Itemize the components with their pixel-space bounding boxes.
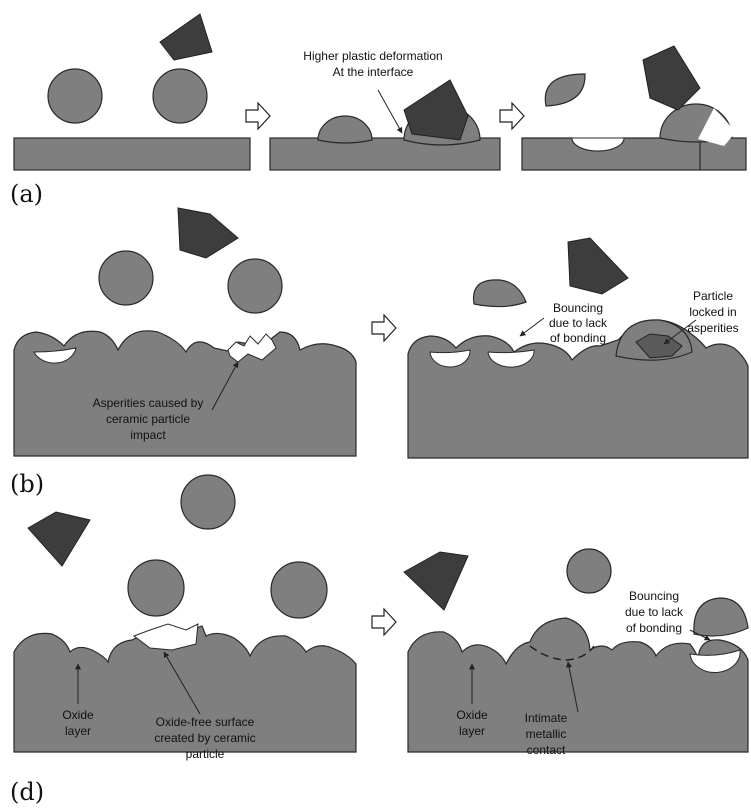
- oxide-free-crater: [132, 623, 199, 651]
- annotation-text: contact: [527, 743, 566, 757]
- ceramic-particle: [403, 79, 469, 141]
- panel-d-stage-1: Oxide layer Oxide-free surface created b…: [13, 474, 357, 761]
- metal-particle: [270, 561, 328, 619]
- annotation-text: Bouncing: [553, 301, 603, 315]
- crater: [571, 137, 625, 152]
- embedded-ceramic: [635, 333, 683, 359]
- ceramic-particle: [642, 45, 701, 111]
- metal-particle: [47, 68, 103, 124]
- metal-particle: [152, 68, 208, 124]
- process-arrow: [371, 607, 397, 637]
- annotation-arrow: [566, 661, 579, 713]
- panel-b-stage-1: Asperities caused by ceramic particle im…: [13, 207, 357, 457]
- process-arrow: [499, 101, 525, 131]
- annotation-text: Particle: [693, 289, 733, 303]
- annotation-arrow: [211, 361, 239, 411]
- annotation-text: ceramic particle: [106, 412, 190, 426]
- annotation-text: created by ceramic: [154, 731, 255, 745]
- annotation-arrow: [519, 317, 545, 337]
- panel-a-stage-3: [521, 45, 747, 171]
- annotation-text: metallic: [526, 727, 567, 741]
- panel-b-stage-2: Bouncing due to lack of bonding Particle…: [407, 237, 749, 459]
- ceramic-particle: [177, 207, 239, 259]
- crater: [429, 349, 471, 368]
- annotation-text: Bouncing: [629, 589, 679, 603]
- metal-particle: [98, 250, 154, 306]
- metal-particle: [127, 559, 185, 617]
- annotation-text: asperities: [687, 321, 738, 335]
- annotation-arrow: [689, 629, 711, 641]
- crater: [689, 649, 741, 674]
- annotation-text: due to lack: [549, 316, 608, 330]
- annotation-text: Oxide-free surface: [156, 715, 255, 729]
- annotation-text: Asperities caused by: [93, 396, 204, 410]
- panel-a-stage-1: [13, 13, 251, 171]
- panel-d: Oxide layer Oxide-free surface created b…: [10, 474, 749, 806]
- process-arrow: [245, 101, 271, 131]
- annotation-arrow: [163, 651, 201, 715]
- metal-particle: [566, 548, 612, 594]
- annotation-text: layer: [459, 724, 485, 738]
- annotation-arrow: [663, 319, 697, 345]
- annotation-text: impact: [130, 428, 166, 442]
- metal-particle: [227, 258, 283, 314]
- annotation-text: locked in: [689, 305, 736, 319]
- annotation-text: due to lack: [625, 605, 684, 619]
- bouncing-metal-particle: [693, 597, 749, 637]
- panel-label: (a): [10, 180, 43, 208]
- crater: [487, 349, 535, 368]
- deformed-metal-particle: [317, 115, 373, 144]
- annotation-text: Higher plastic deformation: [303, 49, 442, 63]
- annotation-text: of bonding: [626, 621, 682, 635]
- ceramic-crater: [698, 108, 736, 146]
- substrate: [13, 137, 251, 171]
- panel-label: (b): [10, 470, 44, 498]
- metal-particle: [180, 474, 236, 530]
- crater: [33, 347, 77, 364]
- ceramic-particle: [567, 237, 629, 295]
- panel-label: (d): [10, 778, 44, 806]
- ceramic-particle: [159, 13, 213, 61]
- panel-b: Asperities caused by ceramic particle im…: [10, 207, 749, 498]
- annotation-text: Oxide: [62, 708, 94, 722]
- annotation-text: At the interface: [333, 65, 414, 79]
- annotation-text: Intimate: [525, 711, 568, 725]
- process-arrow: [371, 313, 397, 343]
- substrate: [13, 330, 357, 457]
- panel-a-stage-2: Higher plastic deformation At the interf…: [269, 49, 501, 171]
- metallic-contact-boundary: [529, 645, 595, 661]
- annotation-text: Oxide: [456, 708, 488, 722]
- panel-a: Higher plastic deformation At the interf…: [10, 13, 747, 208]
- ceramic-particle: [27, 511, 91, 567]
- ceramic-particle: [403, 551, 469, 611]
- bouncing-metal-particle: [472, 279, 527, 308]
- annotation-text: of bonding: [550, 331, 606, 345]
- annotation-arrow: [377, 89, 403, 134]
- rebounding-metal-particle: [544, 73, 586, 107]
- panel-d-stage-2: Oxide layer Intimate metallic contact Bo…: [403, 548, 749, 757]
- annotation-text: layer: [65, 724, 91, 738]
- annotation-text: particle: [186, 747, 225, 761]
